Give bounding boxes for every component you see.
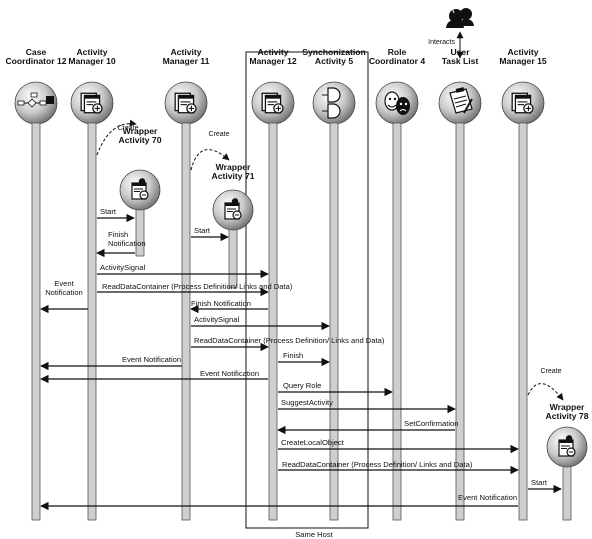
- activity-manager-icon: [262, 93, 283, 113]
- message: Start: [528, 478, 561, 489]
- message: Event Notification: [41, 355, 182, 366]
- message-label: Query Role: [283, 381, 321, 390]
- message: SuggestActivity: [278, 398, 455, 409]
- create-label: Create: [208, 131, 229, 138]
- message: Event Notification: [41, 493, 518, 506]
- message-label: SuggestActivity: [281, 398, 333, 407]
- message: ReadDataContainer (Process Definition/ L…: [191, 336, 385, 347]
- create-label: Create: [540, 368, 561, 375]
- lifeline: [519, 123, 527, 520]
- message: ActivitySignal: [191, 315, 329, 326]
- message: Start: [97, 207, 134, 218]
- message-label: CreateLocalObject: [281, 438, 345, 447]
- message-label: ActivitySignal: [194, 315, 239, 324]
- lifeline: [88, 123, 96, 520]
- activity-manager-icon: [175, 93, 196, 113]
- message-label: ReadDataContainer (Process Definition/ L…: [282, 460, 473, 469]
- message-label: ReadDataContainer (Process Definition/ L…: [194, 336, 385, 345]
- message: ReadDataContainer (Process Definition/ L…: [97, 282, 293, 292]
- message-label: Event Notification: [458, 493, 517, 502]
- message: Finish: [278, 351, 329, 362]
- message-label: SetConfirmation: [404, 419, 458, 428]
- message-label: Start: [100, 207, 117, 216]
- lifeline: [32, 123, 40, 520]
- activity-manager-icon: [81, 93, 102, 113]
- user-silhouette-icon: [446, 5, 474, 28]
- message-label: Event Notification: [200, 369, 259, 378]
- lifeline: [182, 123, 190, 520]
- message-label: Event Notification: [122, 355, 181, 364]
- interacts-label: Interacts: [428, 39, 455, 46]
- message-label: Start: [531, 478, 548, 487]
- message: ReadDataContainer (Process Definition/ L…: [278, 460, 518, 470]
- create-label: Create: [117, 125, 138, 132]
- wrapper-lifeline: [136, 208, 144, 256]
- activity-manager-icon: [512, 93, 533, 113]
- wrapper-lifeline: [229, 228, 237, 288]
- message: Finish Notification: [191, 299, 268, 309]
- wrapper-lifeline: [563, 465, 571, 520]
- message: Event Notification: [41, 369, 268, 379]
- lifeline: [269, 123, 277, 520]
- message-label: Finish: [283, 351, 303, 360]
- message-label: Finish Notification: [191, 299, 251, 308]
- same-host-label: Same Host: [295, 530, 333, 539]
- message-label: Start: [194, 226, 211, 235]
- message-label: ActivitySignal: [100, 263, 145, 272]
- message: Start: [191, 226, 228, 237]
- message-label: ReadDataContainer (Process Definition/ L…: [102, 282, 293, 291]
- create-arrow: [528, 384, 563, 400]
